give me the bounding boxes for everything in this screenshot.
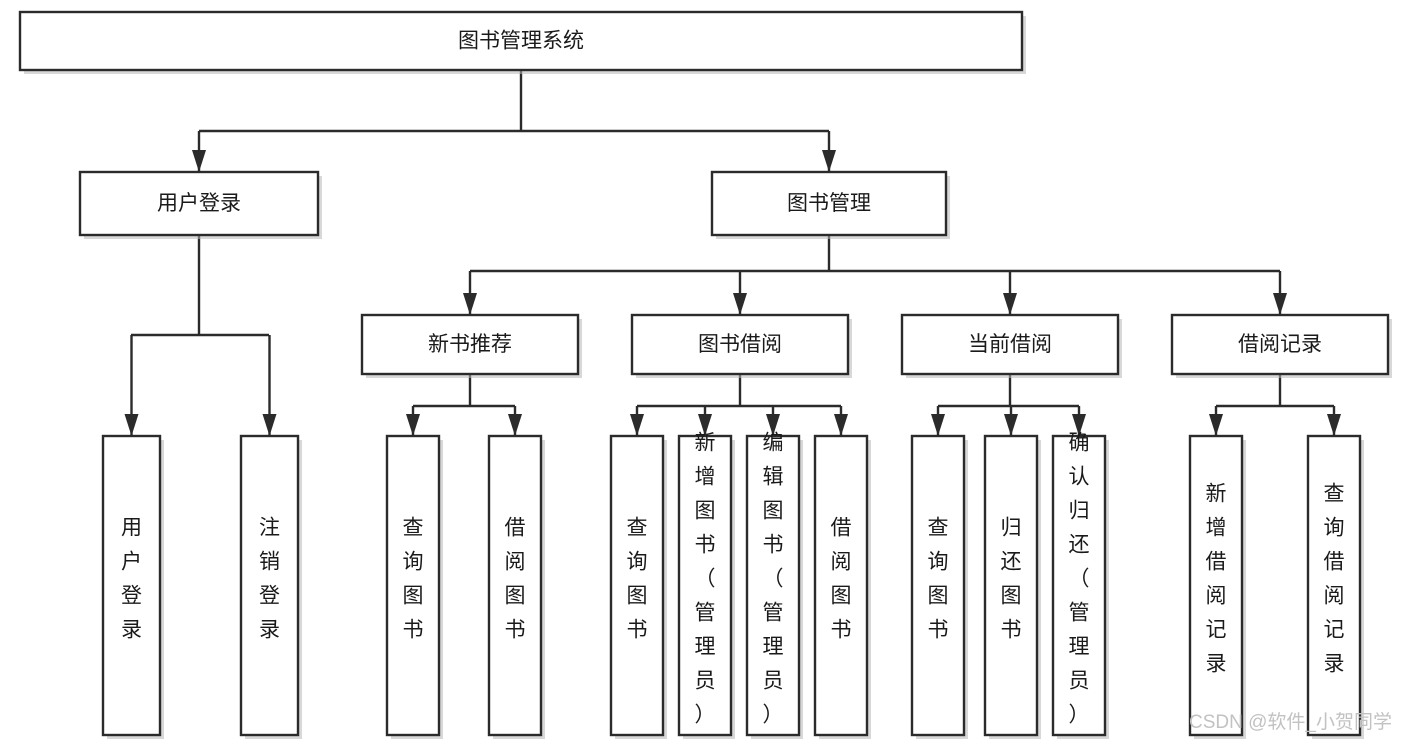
arrow-head-icon <box>1209 414 1223 436</box>
arrow-head-icon <box>262 414 277 436</box>
node-label: 注销登录 <box>259 517 280 642</box>
node-borrow-record[interactable]: 借阅记录 <box>1170 313 1392 378</box>
node-label: 归还图书 <box>1001 517 1022 642</box>
node-leaf-add-record[interactable]: 新增借阅记录 <box>1188 434 1246 739</box>
node-leaf-edit-book[interactable]: 编辑图书（管理员） <box>745 432 803 740</box>
node-label: 图书管理 <box>787 192 871 215</box>
node-root[interactable]: 图书管理系统 <box>18 10 1026 74</box>
node-leaf-query-book-cb[interactable]: 查询图书 <box>910 434 968 739</box>
arrow-head-icon <box>1327 414 1341 436</box>
node-book-borrow[interactable]: 图书借阅 <box>630 313 852 378</box>
node-leaf-query-record[interactable]: 查询借阅记录 <box>1306 434 1364 739</box>
node-book-manage[interactable]: 图书管理 <box>710 170 950 239</box>
node-leaf-query-book-bb[interactable]: 查询图书 <box>609 434 667 739</box>
node-label: 查询图书 <box>403 517 424 642</box>
node-label: 确认归还（管理员） <box>1069 432 1090 727</box>
node-label: 编辑图书（管理员） <box>763 432 784 727</box>
node-new-book-rec[interactable]: 新书推荐 <box>360 313 582 378</box>
arrow-head-icon <box>698 414 712 436</box>
arrow-head-icon <box>1273 293 1287 315</box>
arrow-head-icon <box>766 414 780 436</box>
node-label: 图书管理系统 <box>458 30 584 53</box>
node-label: 查询图书 <box>928 517 949 642</box>
arrow-head-icon <box>822 150 836 172</box>
node-leaf-borrow-book-bb[interactable]: 借阅图书 <box>813 434 871 739</box>
connector-layer <box>124 70 1341 436</box>
arrow-head-icon <box>124 414 139 436</box>
arrow-head-icon <box>508 414 522 436</box>
arrow-head-icon <box>733 293 747 315</box>
arrow-head-icon <box>931 414 945 436</box>
node-label: 图书借阅 <box>698 333 782 356</box>
arrow-head-icon <box>192 150 206 172</box>
node-label: 查询借阅记录 <box>1324 483 1345 676</box>
node-leaf-add-book[interactable]: 新增图书（管理员） <box>677 432 735 740</box>
node-leaf-borrow-book-rec[interactable]: 借阅图书 <box>487 434 545 739</box>
node-leaf-user-login[interactable]: 用户登录 <box>101 434 164 739</box>
arrow-head-icon <box>630 414 644 436</box>
node-label: 新增图书（管理员） <box>695 432 716 727</box>
node-label: 借阅图书 <box>505 517 526 642</box>
arrow-head-icon <box>463 293 477 315</box>
arrow-head-icon <box>834 414 848 436</box>
node-label: 当前借阅 <box>968 333 1052 356</box>
arrow-head-icon <box>1003 293 1017 315</box>
node-label: 用户登录 <box>157 192 241 215</box>
node-label: 查询图书 <box>627 517 648 642</box>
watermark-label: CSDN @软件_小贺同学 <box>1189 711 1392 733</box>
arrow-head-icon <box>1072 414 1086 436</box>
node-label: 新书推荐 <box>428 333 512 356</box>
node-layer: 图书管理系统用户登录图书管理新书推荐图书借阅当前借阅借阅记录用户登录注销登录查询… <box>18 10 1392 740</box>
node-user-login[interactable]: 用户登录 <box>78 170 322 239</box>
node-current-borrow[interactable]: 当前借阅 <box>900 313 1122 378</box>
node-label: 借阅记录 <box>1238 333 1322 356</box>
node-leaf-confirm-return[interactable]: 确认归还（管理员） <box>1051 432 1109 740</box>
node-label: 用户登录 <box>121 517 142 642</box>
node-leaf-logout[interactable]: 注销登录 <box>239 434 302 739</box>
node-leaf-query-book-rec[interactable]: 查询图书 <box>385 434 443 739</box>
node-label: 新增借阅记录 <box>1206 483 1227 676</box>
arrow-head-icon <box>1004 414 1018 436</box>
node-leaf-return-book[interactable]: 归还图书 <box>983 434 1041 739</box>
arrow-head-icon <box>406 414 420 436</box>
node-label: 借阅图书 <box>831 517 852 642</box>
